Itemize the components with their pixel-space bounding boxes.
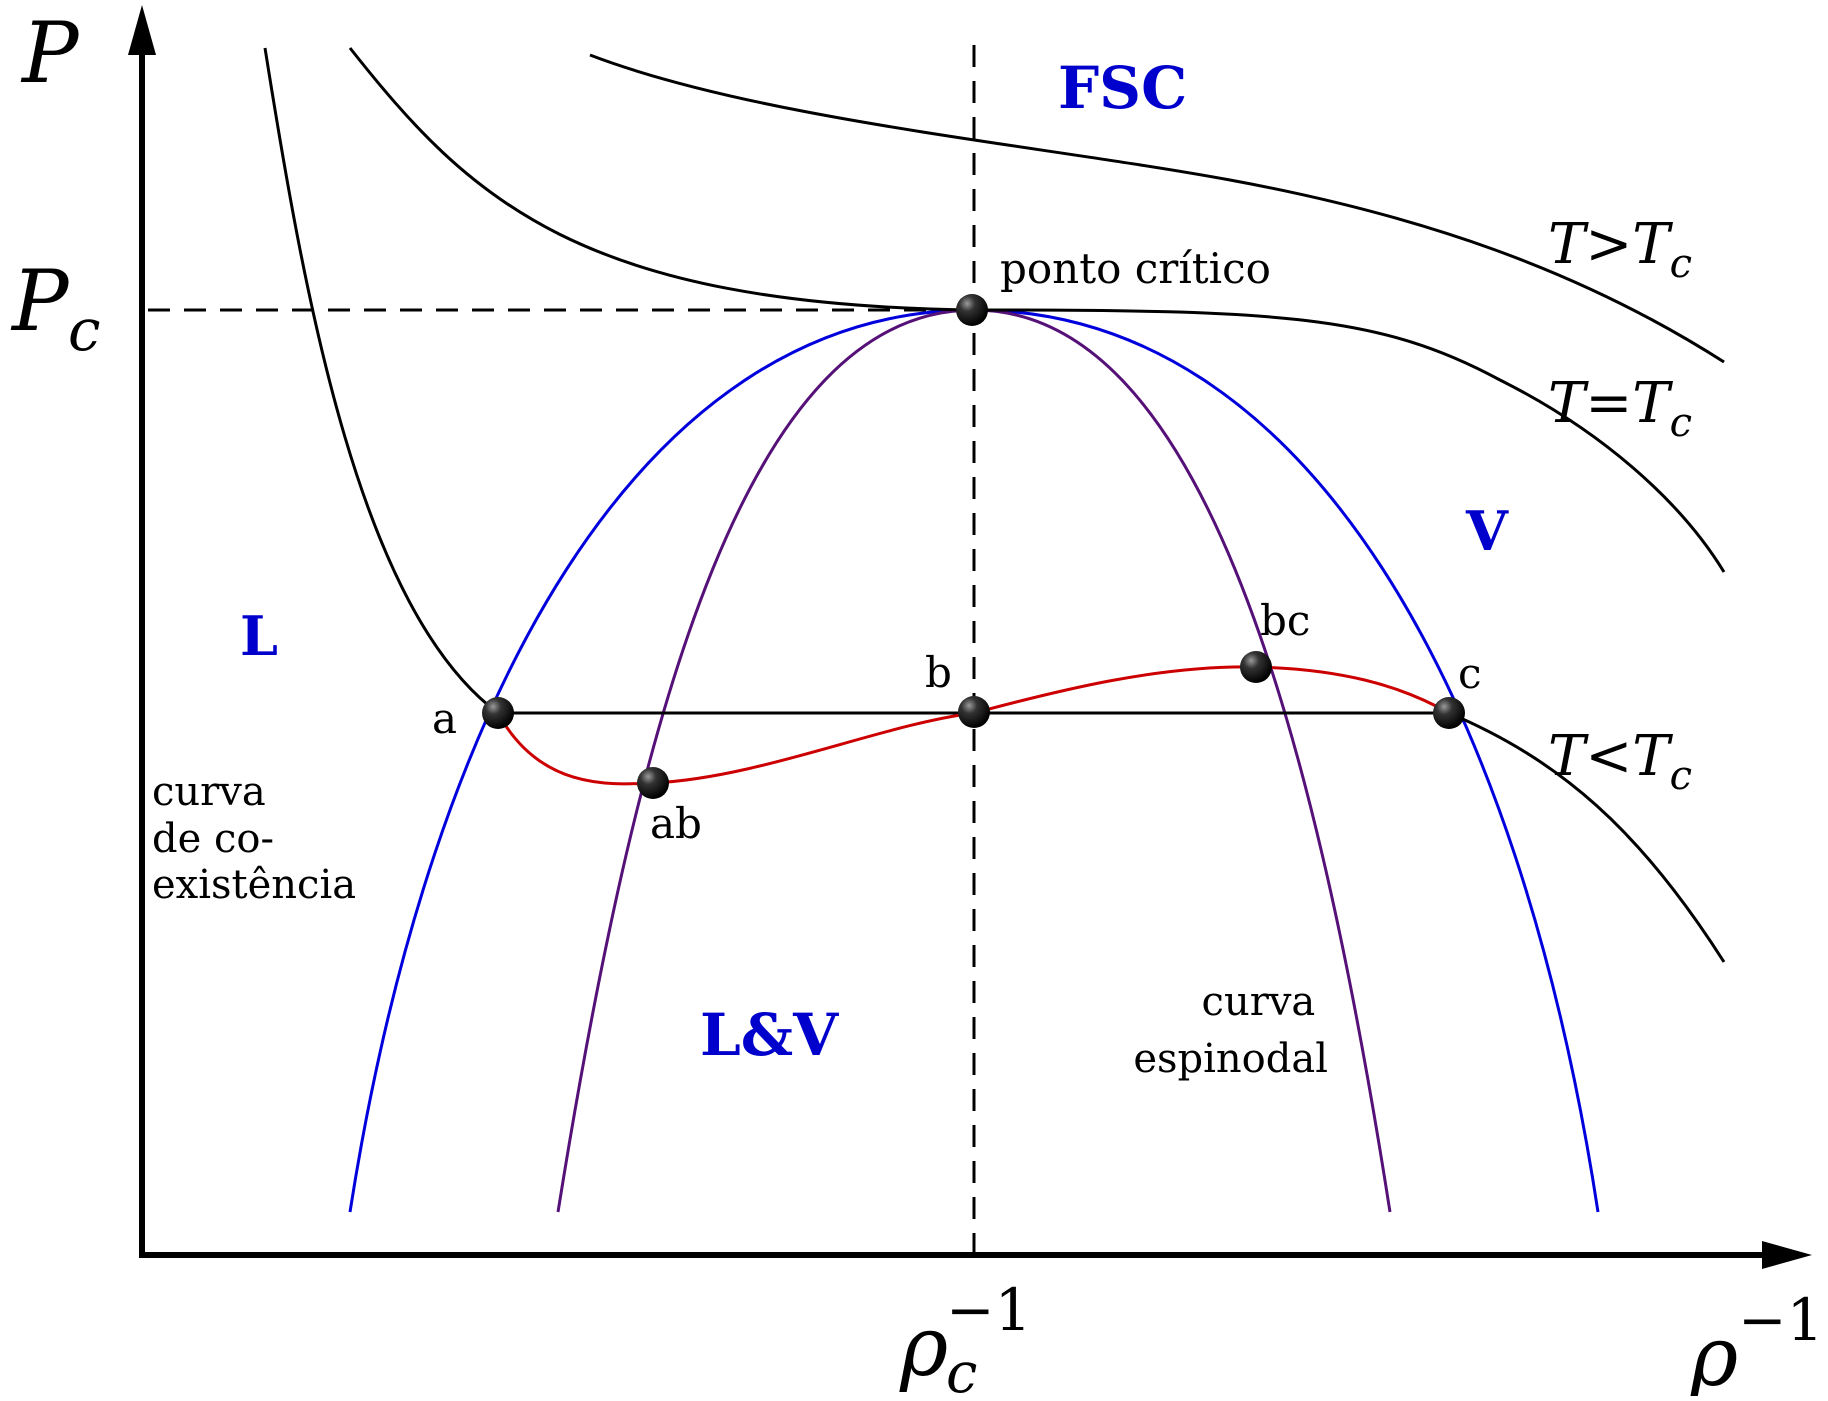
region-label-coexistence: L&V xyxy=(700,1001,839,1069)
region-label-fsc: FSC xyxy=(1058,54,1187,122)
x-axis-label-exponent: −1 xyxy=(1738,1286,1824,1354)
isotherm-below-critical-liquid-branch xyxy=(263,47,499,715)
point-bc-label: bc xyxy=(1260,596,1310,645)
point-a-label: a xyxy=(432,694,457,743)
isotherm-critical xyxy=(348,47,1726,573)
critical-pressure-label: P xyxy=(10,252,70,350)
critical-pressure-label-sub: c xyxy=(68,296,100,364)
critical-volume-label: ρ xyxy=(899,1300,948,1395)
point-a-marker xyxy=(482,697,514,729)
x-axis-arrow xyxy=(1762,1241,1812,1269)
axes xyxy=(128,5,1812,1269)
critical-volume-label-exponent: −1 xyxy=(946,1276,1032,1344)
point-b-marker xyxy=(958,696,990,728)
isotherm-label-below: T<Tc xyxy=(1548,724,1692,799)
isotherm-label-above: T>Tc xyxy=(1548,212,1692,287)
critical-volume-label-sub: c xyxy=(946,1341,977,1396)
critical-point-marker xyxy=(956,294,988,326)
isotherm-below-critical-vapor-branch xyxy=(1448,711,1726,963)
point-c-marker xyxy=(1433,697,1465,729)
region-label-vapor: V xyxy=(1465,499,1509,563)
x-axis-label: ρ xyxy=(1689,1310,1738,1396)
coexistence-curve-label: curva de co- existência xyxy=(152,769,356,908)
y-axis-arrow xyxy=(128,5,156,55)
critical-point-label: ponto crítico xyxy=(1000,244,1271,293)
isotherm-above-critical xyxy=(589,53,1725,364)
spinodal-curve-label: curva espinodal xyxy=(1133,979,1328,1082)
point-ab-label: ab xyxy=(650,799,702,848)
point-b-label: b xyxy=(925,648,952,697)
point-c-label: c xyxy=(1458,649,1482,698)
point-ab-marker xyxy=(637,767,669,799)
y-axis-label: P xyxy=(20,4,80,102)
isotherm-label-critical: T=Tc xyxy=(1548,371,1692,446)
point-bc-marker xyxy=(1240,651,1272,683)
region-label-liquid: L xyxy=(240,604,278,668)
